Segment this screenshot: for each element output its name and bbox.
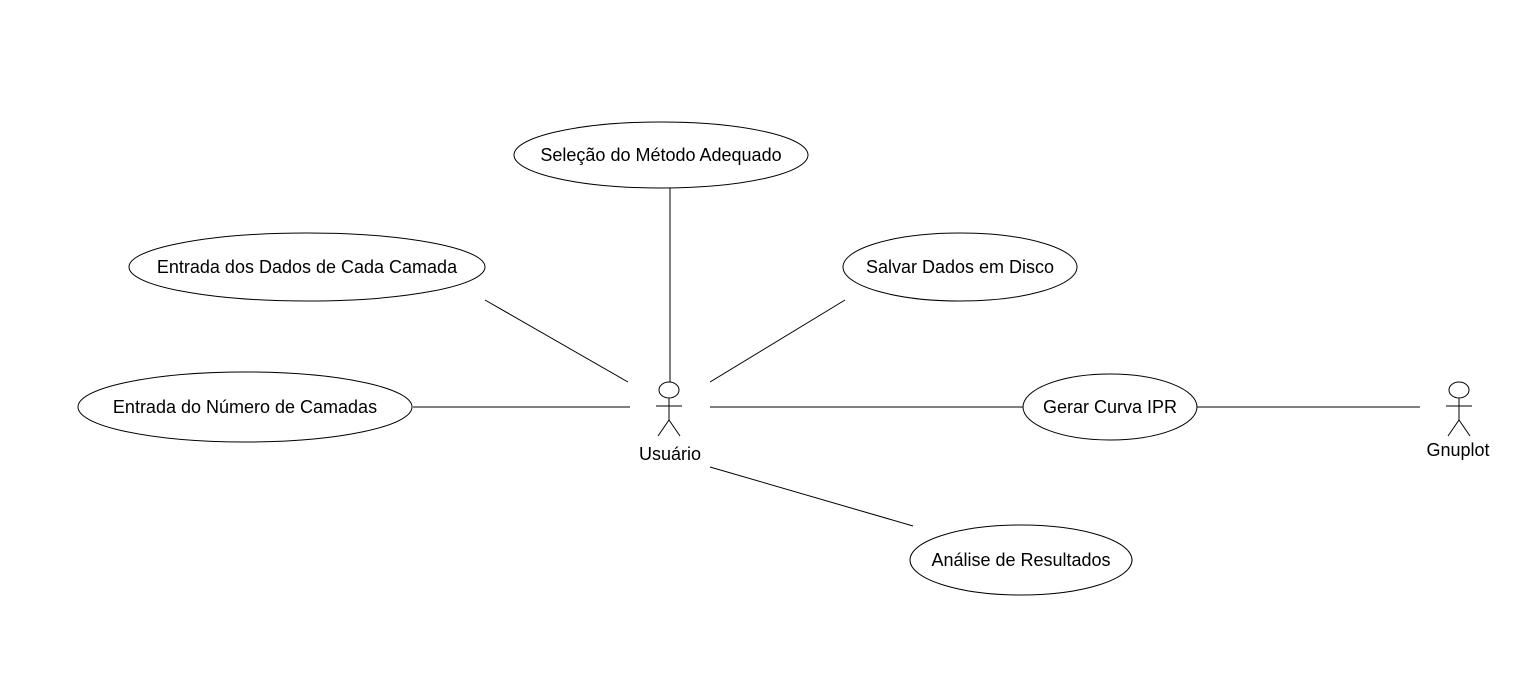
actor-label: Usuário bbox=[639, 444, 701, 464]
association-usuario-analise-resultados bbox=[709, 466, 914, 527]
use-case-ellipse bbox=[128, 232, 486, 302]
use-case-ellipse bbox=[77, 371, 413, 443]
association-usuario-entrada-dados-camada bbox=[484, 299, 629, 383]
use-case-label: Seleção do Método Adequado bbox=[540, 145, 781, 165]
use-case-salvar-dados[interactable]: Salvar Dados em Disco bbox=[842, 232, 1078, 302]
use-case-entrada-dados-camada[interactable]: Entrada dos Dados de Cada Camada bbox=[128, 232, 486, 302]
use-case-ellipse bbox=[1022, 373, 1198, 441]
stick-figure-icon bbox=[1446, 381, 1472, 437]
use-case-ellipse bbox=[513, 121, 809, 189]
use-case-gerar-curva-ipr[interactable]: Gerar Curva IPR bbox=[1022, 373, 1198, 441]
use-case-ellipse bbox=[842, 232, 1078, 302]
stick-figure-icon bbox=[656, 381, 682, 437]
use-case-selecao-metodo[interactable]: Seleção do Método Adequado bbox=[513, 121, 809, 189]
associations bbox=[413, 188, 1420, 527]
use-case-label: Entrada do Número de Camadas bbox=[113, 397, 377, 417]
actor-usuario[interactable]: Usuário bbox=[639, 381, 701, 464]
use-case-label: Entrada dos Dados de Cada Camada bbox=[157, 257, 458, 277]
use-case-label: Salvar Dados em Disco bbox=[866, 257, 1054, 277]
use-case-label: Análise de Resultados bbox=[931, 550, 1110, 570]
use-case-entrada-numero-camadas[interactable]: Entrada do Número de Camadas bbox=[77, 371, 413, 443]
use-case-label: Gerar Curva IPR bbox=[1043, 397, 1177, 417]
association-usuario-salvar-dados bbox=[709, 299, 846, 383]
actor-label: Gnuplot bbox=[1426, 440, 1489, 460]
use-case-analise-resultados[interactable]: Análise de Resultados bbox=[909, 524, 1133, 596]
use-case-ellipse bbox=[909, 524, 1133, 596]
actor-gnuplot[interactable]: Gnuplot bbox=[1426, 381, 1490, 460]
